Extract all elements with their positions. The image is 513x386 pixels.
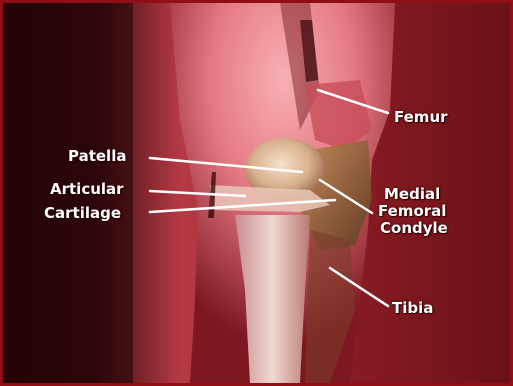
patella-label: Patella bbox=[68, 148, 126, 165]
medial-femoral-condyle-label: Medial Femoral Condyle bbox=[378, 186, 446, 237]
femoral-label: Femoral bbox=[378, 203, 446, 220]
cartilage-label: Cartilage bbox=[44, 205, 121, 222]
tibia-label: Tibia bbox=[392, 300, 433, 317]
articular-label: Articular bbox=[50, 181, 124, 198]
condyle-label: Condyle bbox=[380, 220, 448, 237]
medial-label: Medial bbox=[384, 186, 452, 203]
femur-label: Femur bbox=[394, 109, 448, 126]
